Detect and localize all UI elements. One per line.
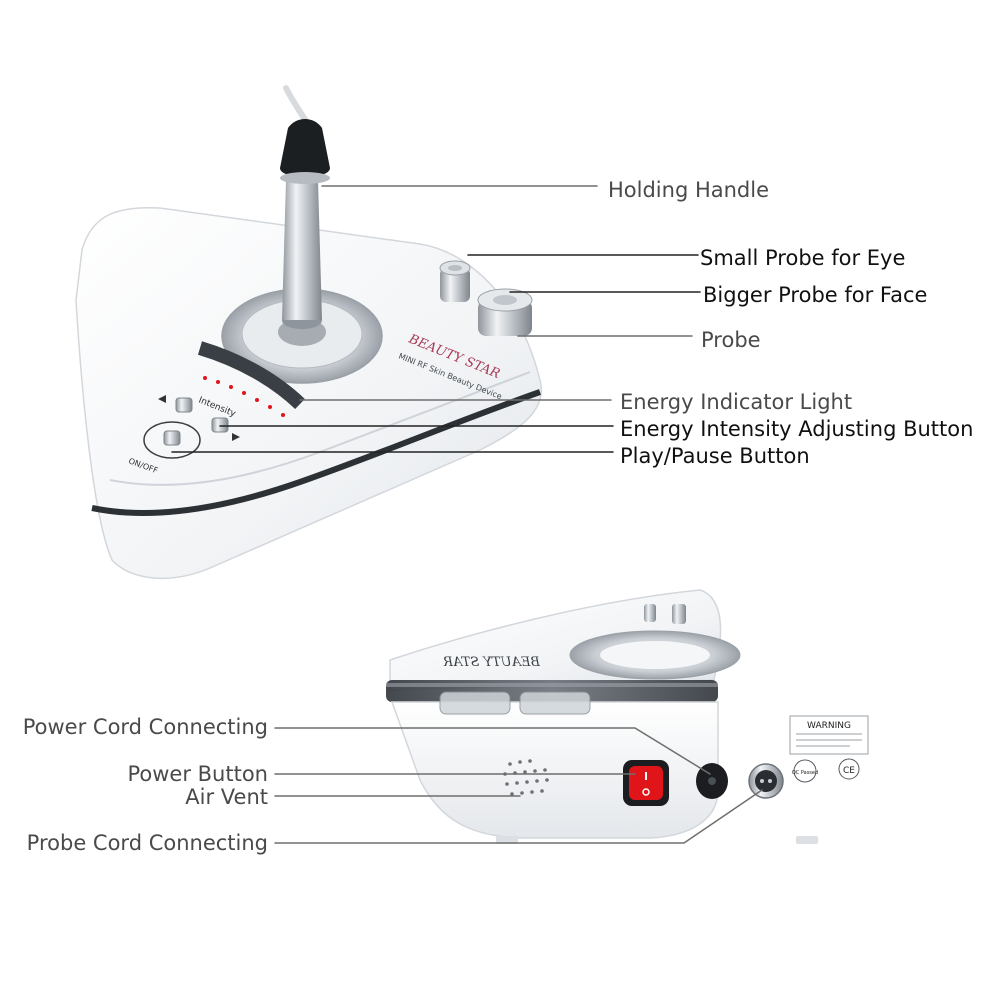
label-power-button: Power Button	[127, 762, 268, 786]
top-device-rim	[91, 389, 541, 516]
bottom-device-side	[390, 701, 719, 839]
label-play-pause: Play/Pause Button	[620, 444, 810, 468]
label-holding-handle: Holding Handle	[608, 178, 770, 202]
probe-cord-connector	[748, 763, 784, 799]
air-vent	[503, 759, 549, 796]
indicator-dots	[203, 376, 285, 417]
label-air-vent: Air Vent	[185, 785, 268, 809]
ce-mark	[838, 758, 860, 780]
label-probe-cord: Probe Cord Connecting	[26, 831, 268, 855]
power-button	[623, 760, 669, 806]
warning-title: WARNING	[807, 721, 851, 731]
bottom-device	[386, 589, 869, 844]
play-pause-button	[163, 430, 181, 446]
leader-lines	[171, 185, 763, 844]
handle-cable	[283, 85, 311, 127]
play-pause-button-ring	[143, 421, 201, 459]
top-device-body	[75, 206, 543, 579]
power-cord-jack	[696, 763, 728, 799]
ce-mark-text: CE	[843, 766, 855, 776]
label-bigger-probe: Bigger Probe for Face	[703, 283, 928, 307]
holding-handle	[282, 180, 322, 320]
qc-badge	[793, 759, 817, 783]
small-eye-probe	[439, 260, 471, 302]
energy-indicator-light	[197, 341, 305, 410]
label-power-cord: Power Cord Connecting	[22, 715, 268, 739]
label-energy-indicator: Energy Indicator Light	[620, 390, 853, 414]
bottom-brand-mirrored: BEAUTY STAR	[443, 655, 541, 670]
leader-probe-cord	[274, 789, 763, 844]
label-small-probe: Small Probe for Eye	[700, 246, 906, 270]
label-probe: Probe	[701, 328, 761, 352]
label-intensity-button: Energy Intensity Adjusting Button	[620, 417, 974, 441]
bigger-face-probe	[477, 288, 533, 336]
warning-label	[789, 715, 869, 755]
qc-badge-text: QC Passed	[792, 770, 818, 776]
leader-power-cord	[274, 727, 711, 775]
top-device	[75, 85, 543, 579]
handle-cap	[280, 119, 330, 177]
intensity-adjust-buttons	[158, 395, 240, 441]
